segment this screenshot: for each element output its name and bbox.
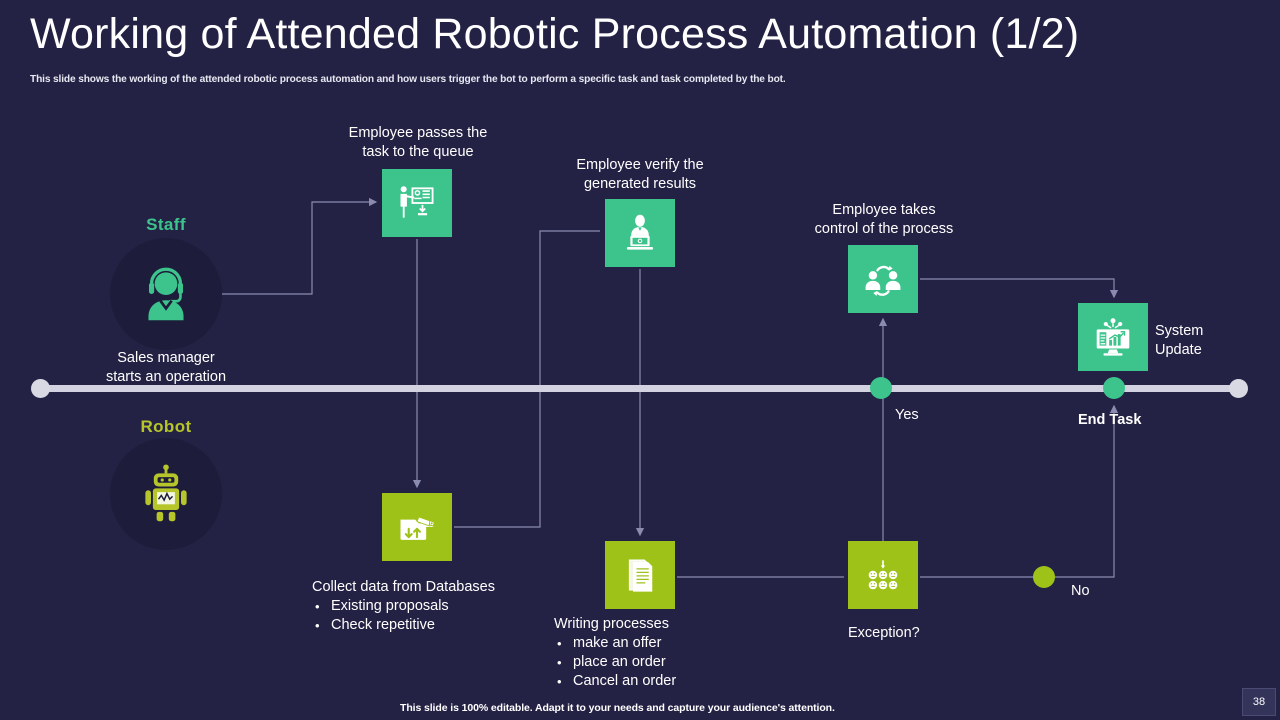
list-item: place an order xyxy=(554,653,784,672)
avatar-robot xyxy=(110,438,222,550)
step-system-line-1: System xyxy=(1155,323,1204,339)
handover-people-icon xyxy=(865,265,901,296)
page-number-badge: 38 xyxy=(1242,688,1276,716)
list-item: Existing proposals xyxy=(312,597,572,616)
timeline-label-yes: Yes xyxy=(895,407,919,423)
step-tile-collect[interactable] xyxy=(382,493,452,561)
footer-bar xyxy=(0,690,1280,720)
timeline-node-yes xyxy=(870,377,892,399)
timeline-start-node xyxy=(31,379,50,398)
step-label-exception: Exception? xyxy=(848,625,920,641)
monitor-chart-gears-icon xyxy=(1096,318,1130,356)
step-tile-verify[interactable] xyxy=(605,199,675,267)
step-collect-bullets: Existing proposals Check repetitive xyxy=(312,597,572,635)
decision-label-no: No xyxy=(1071,583,1090,599)
page-subtitle: This slide shows the working of the atte… xyxy=(30,73,786,85)
step-tile-control[interactable] xyxy=(848,245,918,313)
step-control-line-1: Employee takes xyxy=(832,202,936,218)
step-label-control: Employee takes control of the process xyxy=(793,201,975,239)
step-collect-heading: Collect data from Databases xyxy=(312,579,495,595)
step-control-line-2: control of the process xyxy=(814,221,954,237)
folder-transfer-icon xyxy=(400,516,436,540)
caption-line-2: starts an operation xyxy=(105,369,227,385)
caption-sales-manager: Sales manager starts an operation xyxy=(80,349,252,387)
page-title: Working of Attended Robotic Process Auto… xyxy=(30,10,1080,58)
footer-note: This slide is 100% editable. Adapt it to… xyxy=(400,702,835,714)
timeline-label-end-task: End Task xyxy=(1078,412,1142,428)
wire-staff-to-queue xyxy=(222,197,378,295)
documents-icon xyxy=(628,559,653,592)
caption-line-1: Sales manager xyxy=(117,350,215,366)
step-tile-queue[interactable] xyxy=(382,169,452,237)
step-verify-line-1: Employee verify the xyxy=(576,157,704,173)
list-item: make an offer xyxy=(554,634,784,653)
person-laptop-icon xyxy=(626,214,654,250)
wire-collect-to-verify xyxy=(454,230,600,528)
decision-node-no xyxy=(1033,566,1055,588)
step-label-collect: Collect data from Databases Existing pro… xyxy=(312,578,572,635)
step-tile-exception[interactable] xyxy=(848,541,918,609)
step-verify-line-2: generated results xyxy=(583,176,697,192)
wire-exception-no-to-endtask xyxy=(920,404,1119,578)
step-writing-heading: Writing processes xyxy=(554,616,669,632)
step-writing-bullets: make an offer place an order Cancel an o… xyxy=(554,634,784,691)
robot-icon xyxy=(145,464,187,522)
step-tile-system-update[interactable] xyxy=(1078,303,1148,371)
step-queue-line-1: Employee passes the xyxy=(348,125,488,141)
faces-grid-icon xyxy=(868,560,898,590)
step-label-verify: Employee verify the generated results xyxy=(552,156,728,194)
list-item: Check repetitive xyxy=(312,616,572,635)
step-system-line-2: Update xyxy=(1155,342,1202,358)
step-tile-writing[interactable] xyxy=(605,541,675,609)
presenter-board-icon xyxy=(400,186,434,218)
lane-label-robot: Robot xyxy=(140,417,192,436)
timeline-node-end-task xyxy=(1103,377,1125,399)
timeline-end-node xyxy=(1229,379,1248,398)
headset-agent-icon xyxy=(148,267,184,321)
lane-label-staff: Staff xyxy=(146,215,186,234)
step-label-system-update: System Update xyxy=(1155,322,1265,360)
step-label-writing: Writing processes make an offer place an… xyxy=(554,615,784,691)
list-item: Cancel an order xyxy=(554,672,784,691)
step-queue-line-2: task to the queue xyxy=(362,144,474,160)
wire-control-to-system xyxy=(920,278,1119,299)
avatar-staff xyxy=(110,238,222,350)
step-label-queue: Employee passes the task to the queue xyxy=(330,124,506,162)
timeline-bar xyxy=(36,385,1244,392)
